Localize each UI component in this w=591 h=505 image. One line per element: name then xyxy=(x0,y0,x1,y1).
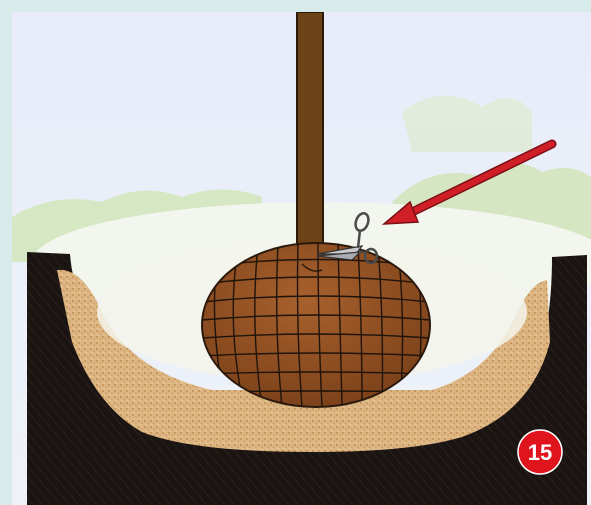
root-ball xyxy=(202,243,430,407)
illustration-canvas: 15 xyxy=(12,12,591,505)
planting-illustration: 15 xyxy=(12,12,591,505)
step-number: 15 xyxy=(528,440,552,465)
step-badge: 15 xyxy=(518,430,562,474)
tree-trunk xyxy=(297,12,323,262)
